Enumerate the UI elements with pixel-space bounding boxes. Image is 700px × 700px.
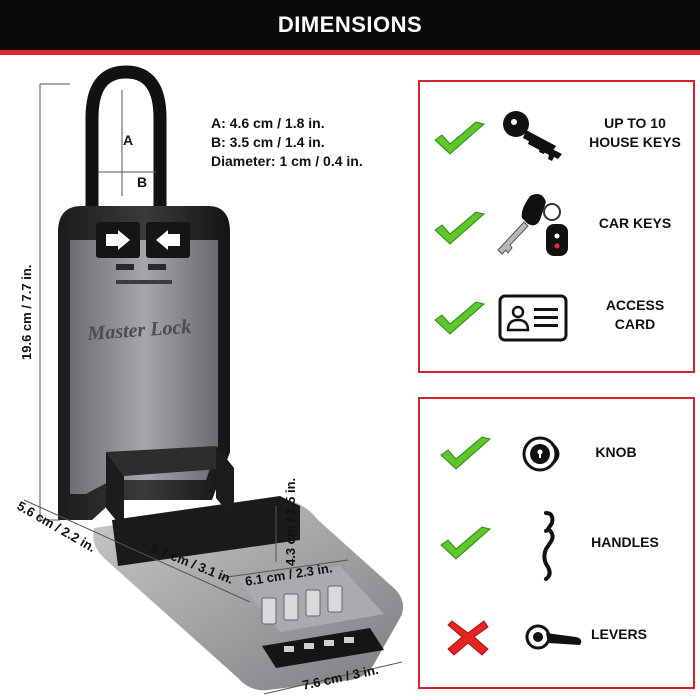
house-keys-label: UP TO 10 HOUSE KEYS xyxy=(589,115,681,150)
inner-width-dimension-line xyxy=(219,559,349,579)
list-item-levers: LEVERS xyxy=(420,605,693,671)
check-icon xyxy=(440,436,492,470)
depth-dimension-line xyxy=(23,499,251,603)
inner-height-dimension-label: 4.3 cm / 1.5 in. xyxy=(283,477,298,566)
spec-diameter: Diameter: 1 cm / 0.4 in. xyxy=(211,153,363,169)
spec-a: A: 4.6 cm / 1.8 in. xyxy=(211,115,325,131)
knob-icon xyxy=(522,436,560,472)
house-keys-icon xyxy=(503,111,562,161)
list-item-access-card: ACCESS CARD xyxy=(420,282,693,352)
check-icon xyxy=(434,211,486,245)
check-icon xyxy=(440,526,492,560)
shackle xyxy=(85,65,167,217)
list-item-knob: KNOB xyxy=(420,421,693,487)
access-card-label: ACCESS CARD xyxy=(605,297,665,332)
access-card-icon xyxy=(498,294,568,342)
capacity-panel: UP TO 10 HOUSE KEYS CAR KEYS ACCESS xyxy=(418,80,695,373)
list-item-house-keys: UP TO 10 HOUSE KEYS xyxy=(420,100,693,170)
check-icon xyxy=(434,301,486,335)
car-keys-label: CAR KEYS xyxy=(598,215,672,231)
handle-icon xyxy=(542,511,555,581)
header-accent-stripe xyxy=(0,50,700,55)
list-item-car-keys: CAR KEYS xyxy=(420,190,693,260)
cross-icon xyxy=(447,620,489,656)
width-dimension-line xyxy=(263,661,403,695)
mounting-panel: KNOB HANDLES LEVERS xyxy=(418,397,695,689)
car-key-icon xyxy=(497,194,568,256)
shackle-specs: A: 4.6 cm / 1.8 in. B: 3.5 cm / 1.4 in. … xyxy=(211,114,363,171)
check-icon xyxy=(434,121,486,155)
levers-label: LEVERS xyxy=(590,626,647,642)
list-item-handles: HANDLES xyxy=(420,507,693,583)
knob-label: KNOB xyxy=(595,444,637,460)
header-bar: DIMENSIONS xyxy=(0,0,700,50)
inner-cover xyxy=(106,446,234,476)
handles-label: HANDLES xyxy=(591,534,659,550)
shackle-label-a: A xyxy=(123,132,134,148)
height-dimension-label: 19.6 cm / 7.7 in. xyxy=(19,264,34,360)
lever-icon xyxy=(525,624,582,650)
spec-b: B: 3.5 cm / 1.4 in. xyxy=(211,134,325,150)
shackle-label-b: B xyxy=(137,174,148,190)
page-title: DIMENSIONS xyxy=(277,12,423,37)
combination-dials xyxy=(261,585,343,625)
